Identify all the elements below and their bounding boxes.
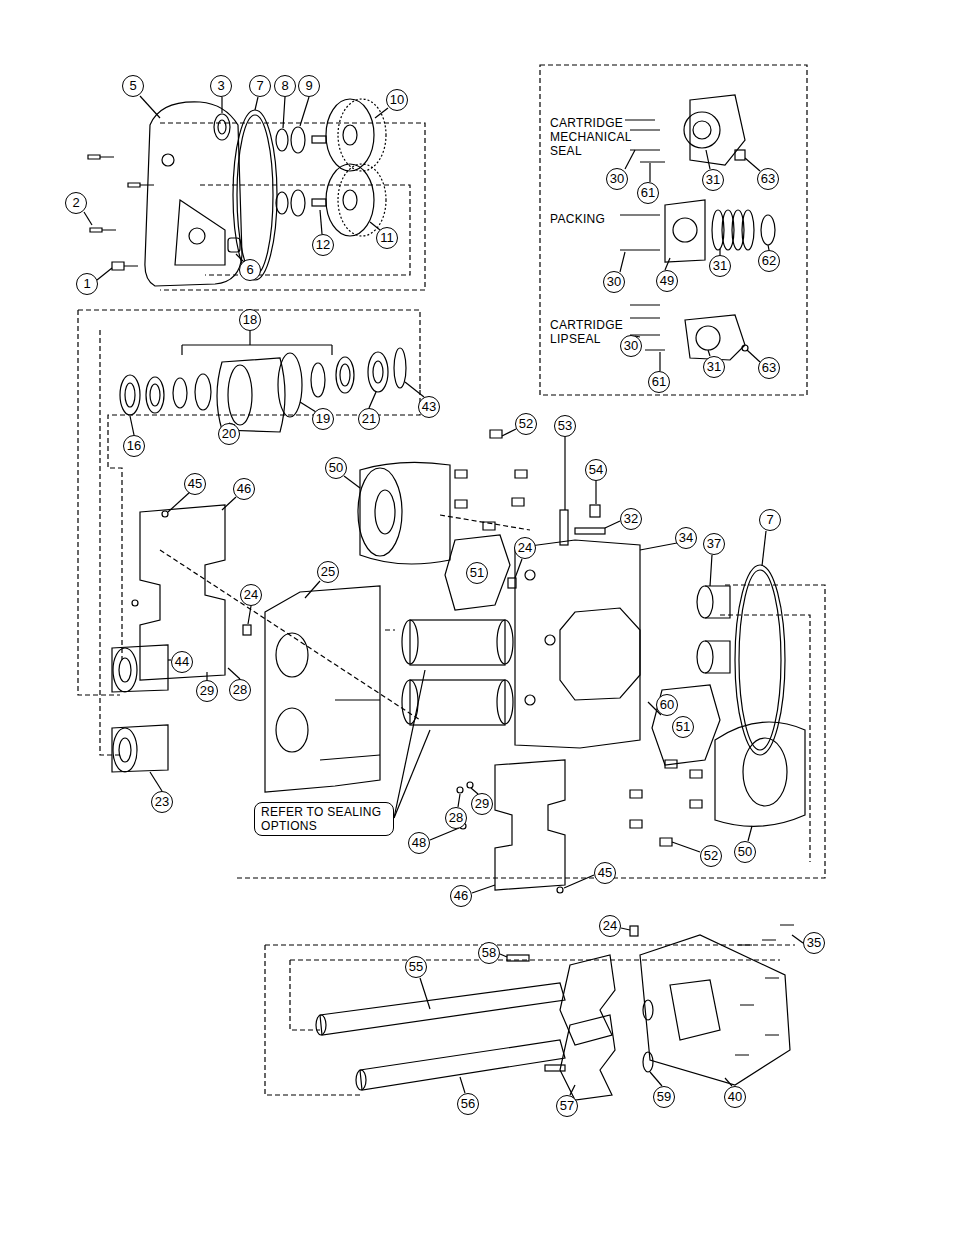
callout-number: 63 [758,357,780,379]
callout-number: 45 [184,473,206,495]
callout-number: 7 [759,509,781,531]
callout-number: 28 [229,679,251,701]
callout-number: 5 [122,75,144,97]
callout-number: 9 [298,75,320,97]
callout-number: 51 [466,562,488,584]
callout-number: 45 [594,862,616,884]
callout-number: 2 [65,192,87,214]
callout-number: 29 [471,793,493,815]
callout-number: 30 [606,168,628,190]
callout-number: 61 [648,371,670,393]
callout-number: 1 [76,273,98,295]
callout-number: 49 [656,270,678,292]
callout-number: 37 [703,533,725,555]
callout-number: 43 [418,396,440,418]
note-text: REFER TO SEALING OPTIONS [261,805,387,833]
callout-number: 60 [656,694,678,716]
callout-number: 40 [724,1086,746,1108]
note-box: REFER TO SEALING OPTIONS [254,802,394,836]
callout-number: 3 [210,75,232,97]
callout-number: 61 [637,182,659,204]
callout-number: 50 [734,841,756,863]
callout-number: 34 [675,527,697,549]
callout-number: 6 [239,259,261,281]
callout-number: 46 [233,478,255,500]
callout-number: 52 [515,413,537,435]
callout-number: 31 [702,169,724,191]
callout-number: 35 [803,932,825,954]
callout-number: 54 [585,459,607,481]
callout-number: 24 [514,537,536,559]
callout-number: 59 [653,1086,675,1108]
callout-number: 28 [445,807,467,829]
callout-number: 24 [599,915,621,937]
callout-number: 58 [478,942,500,964]
callout-number: 63 [757,168,779,190]
callout-number: 55 [405,956,427,978]
callout-number: 31 [703,356,725,378]
callout-number: 32 [620,508,642,530]
callout-number: 10 [386,89,408,111]
callout-number: 51 [672,716,694,738]
callout-number: 53 [554,415,576,437]
callout-number: 29 [196,680,218,702]
callout-number: 7 [249,75,271,97]
callout-number: 25 [317,561,339,583]
callout-number: 44 [171,651,193,673]
option-heading: PACKING [550,212,646,226]
callout-number: 8 [274,75,296,97]
callout-number: 12 [312,234,334,256]
callout-number: 23 [151,791,173,813]
callout-number: 46 [450,885,472,907]
callout-number: 31 [709,255,731,277]
callout-number: 11 [376,227,398,249]
callout-number: 21 [358,408,380,430]
callout-number: 20 [218,423,240,445]
callout-number: 50 [325,457,347,479]
callout-number: 62 [758,250,780,272]
callout-number: 57 [556,1095,578,1117]
callout-number: 24 [240,584,262,606]
callout-number: 30 [620,335,642,357]
callout-number: 18 [239,309,261,331]
callout-number: 52 [700,845,722,867]
callout-number: 16 [123,435,145,457]
callout-number: 48 [408,832,430,854]
callout-number: 19 [312,408,334,430]
callout-number: 56 [457,1093,479,1115]
option-heading: CARTRIDGE MECHANICAL SEAL [550,116,646,158]
callout-number: 30 [603,271,625,293]
